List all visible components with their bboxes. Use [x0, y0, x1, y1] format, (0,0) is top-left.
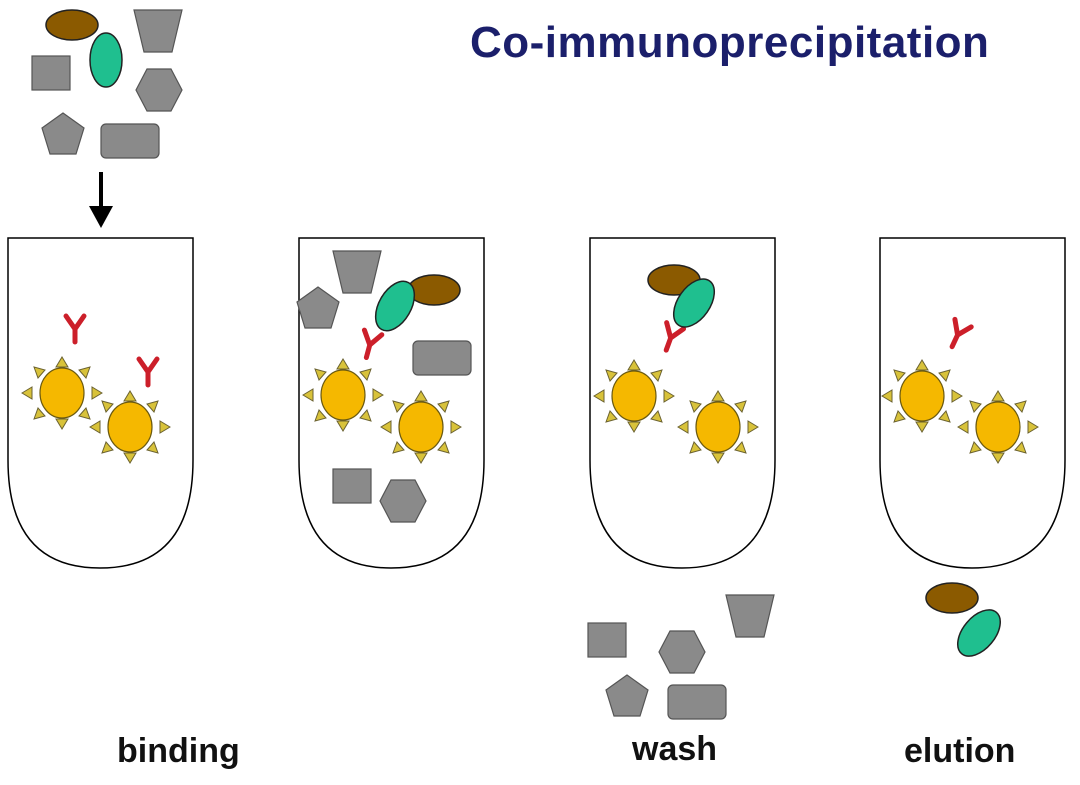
contaminant-protein: [100, 123, 160, 159]
tube-binding: [7, 237, 194, 569]
tube-elution: [879, 237, 1066, 569]
prey-protein: [925, 582, 979, 614]
prey-protein: [45, 9, 99, 41]
contaminant-protein: [605, 674, 649, 717]
lysate-mixture: [31, 9, 183, 159]
eluted-complex: [925, 582, 1010, 665]
label-wash: wash: [632, 730, 718, 768]
contaminant-protein: [667, 684, 727, 720]
contaminant-protein: [135, 68, 183, 112]
contaminant-protein: [725, 594, 775, 638]
contaminant-protein: [332, 468, 372, 504]
tube-mixture: [296, 237, 485, 569]
diagram-title: Co-immunoprecipitation: [470, 18, 990, 67]
contaminant-protein: [41, 112, 85, 155]
contaminant-protein: [658, 630, 706, 674]
prey-protein: [407, 274, 461, 306]
label-binding: binding: [117, 732, 240, 770]
washed-contaminants: [587, 594, 775, 720]
contaminant-protein: [31, 55, 71, 91]
down-arrow-icon: [89, 172, 113, 228]
bait-protein: [89, 32, 123, 88]
contaminant-protein: [133, 9, 183, 53]
contaminant-protein: [412, 340, 472, 376]
contaminant-protein: [587, 622, 627, 658]
tube-wash: [589, 237, 776, 569]
label-elution: elution: [904, 732, 1016, 770]
